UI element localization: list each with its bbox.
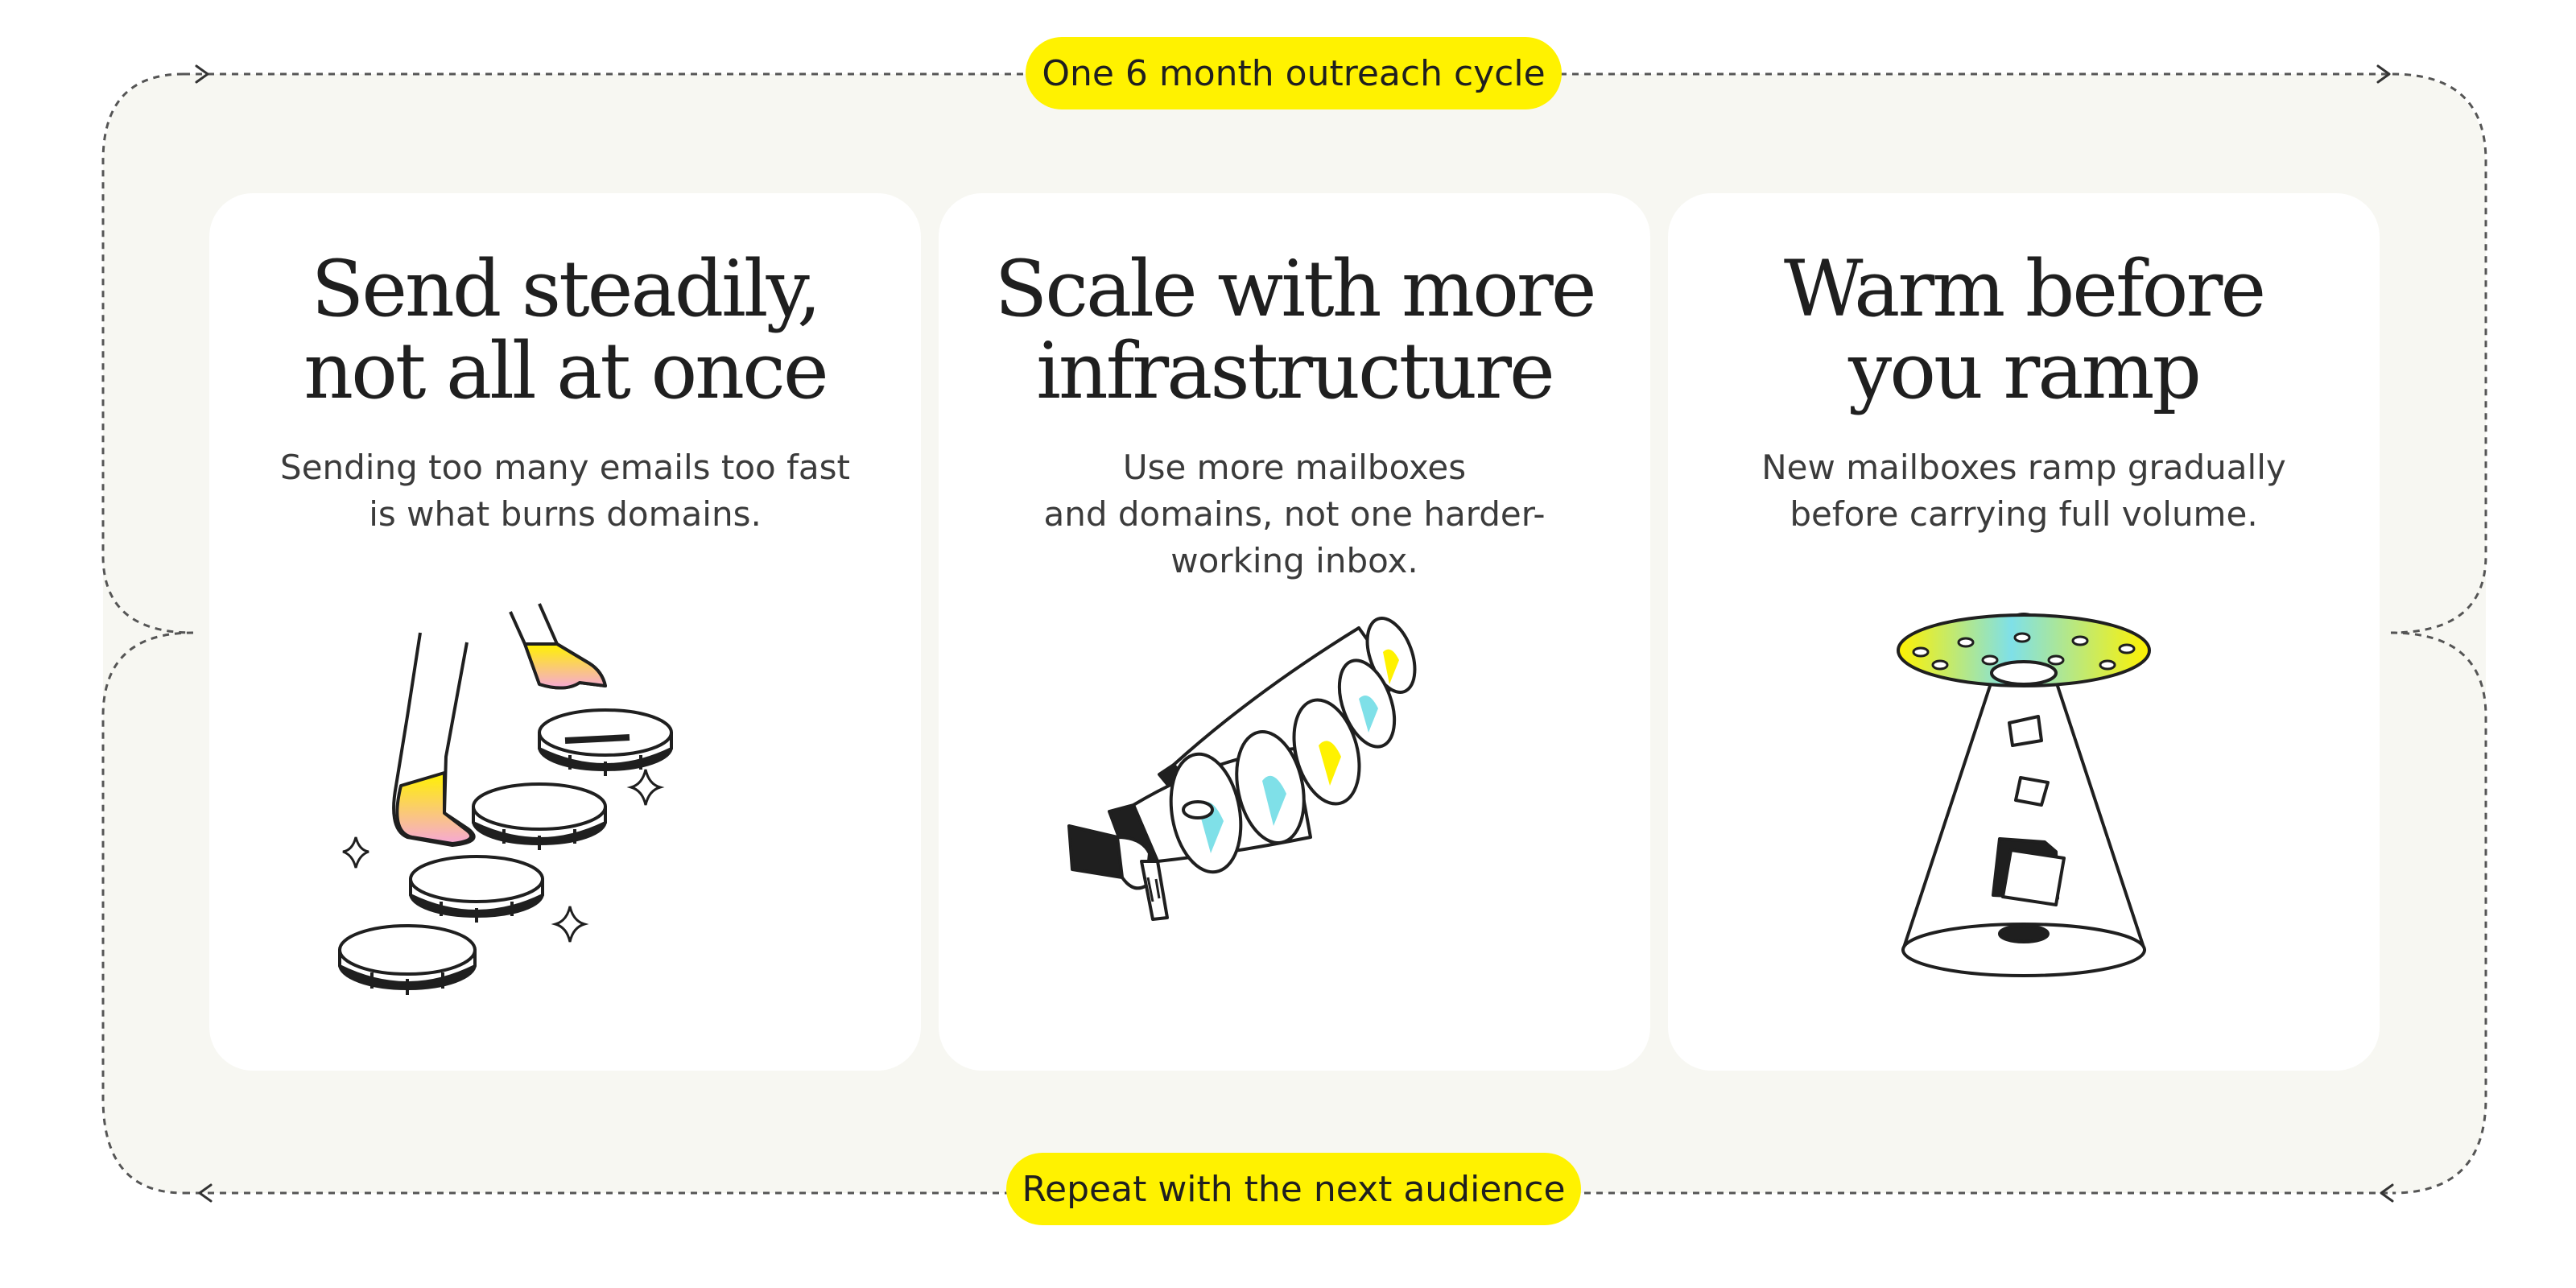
card-title: Send steadily, not all at once — [209, 248, 921, 412]
ufo-beam-icon — [1897, 613, 2151, 977]
card-title: Warm before you ramp — [1668, 248, 2380, 412]
card-description: Use more mailboxes and domains, not one … — [971, 444, 1618, 584]
card-title-line: you ramp — [1848, 326, 2202, 416]
arrow-left-icon — [2380, 1183, 2394, 1203]
card-desc-line: New mailboxes ramp gradually — [1761, 448, 2286, 487]
stepping-stones-icon — [338, 603, 673, 995]
megaphones-icon — [1067, 617, 1417, 921]
cycle-top-label: One 6 month outreach cycle — [1042, 52, 1546, 94]
card-title-line: Warm before — [1783, 244, 2266, 334]
card-scale-infrastructure: Scale with more infrastructure Use more … — [939, 193, 1650, 1071]
card-title-line: Scale with more — [994, 244, 1596, 334]
card-description: Sending too many emails too fast is what… — [242, 444, 889, 538]
loop-right-lower — [2390, 631, 2487, 1195]
arrow-right-icon — [2376, 64, 2391, 84]
card-desc-line: working inbox. — [1170, 541, 1418, 580]
card-title-line: not all at once — [303, 326, 828, 416]
arrow-left-icon — [198, 1183, 213, 1203]
card-warm-before-ramp: Warm before you ramp New mailboxes ramp … — [1668, 193, 2380, 1071]
card-title-line: Send steadily, — [311, 244, 821, 334]
card-title: Scale with more infrastructure — [939, 248, 1650, 412]
card-description: New mailboxes ramp gradually before carr… — [1700, 444, 2347, 538]
card-title-line: infrastructure — [1036, 326, 1555, 416]
loop-left-upper — [101, 72, 194, 634]
loop-right-upper — [2390, 72, 2487, 634]
arrow-right-icon — [195, 64, 209, 84]
card-desc-line: Use more mailboxes — [1122, 448, 1467, 487]
card-desc-line: Sending too many emails too fast — [280, 448, 850, 487]
card-desc-line: is what burns domains. — [369, 494, 762, 534]
loop-left-lower — [101, 631, 194, 1195]
pill-bottom-bg — [1006, 1153, 1581, 1225]
card-desc-line: and domains, not one harder- — [1043, 494, 1546, 534]
cycle-bottom-label: Repeat with the next audience — [1022, 1168, 1566, 1210]
pill-top-bg — [1026, 37, 1562, 109]
card-send-steadily: Send steadily, not all at once Sending t… — [209, 193, 921, 1071]
card-desc-line: before carrying full volume. — [1790, 494, 2258, 534]
